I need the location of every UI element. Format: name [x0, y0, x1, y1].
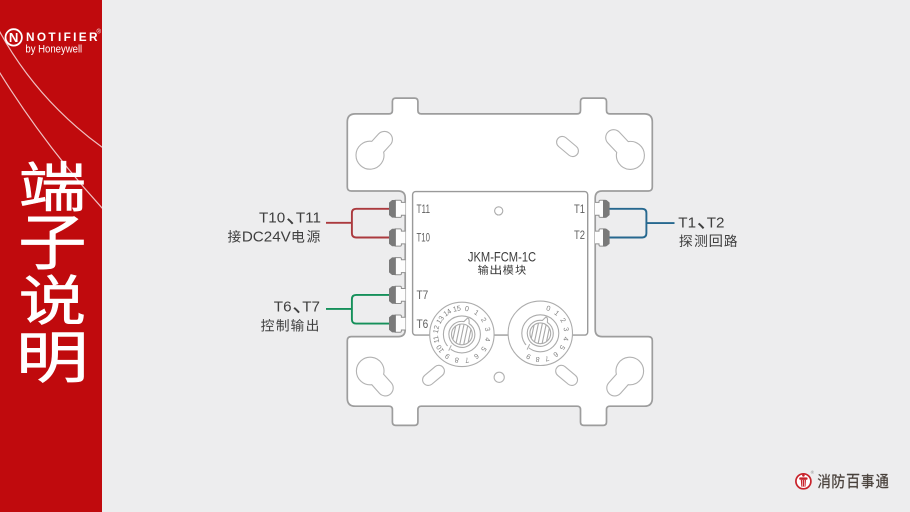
svg-text:by Honeywell: by Honeywell	[25, 43, 82, 55]
svg-text:8: 8	[454, 355, 460, 365]
svg-text:®: ®	[97, 29, 102, 36]
svg-text:14: 14	[441, 307, 453, 319]
svg-text:13: 13	[434, 314, 446, 326]
svg-text:T11: T11	[417, 204, 431, 216]
svg-text:5: 5	[558, 343, 568, 351]
svg-text:8: 8	[535, 355, 540, 364]
svg-text:10: 10	[434, 343, 446, 355]
svg-text:0: 0	[464, 304, 470, 314]
svg-text:T2: T2	[707, 214, 725, 231]
svg-text:T10: T10	[417, 233, 431, 245]
svg-text:1: 1	[553, 308, 562, 318]
svg-text:3: 3	[483, 326, 493, 332]
svg-text:JKM-FCM-1C: JKM-FCM-1C	[468, 248, 536, 264]
svg-text:T6: T6	[274, 299, 292, 316]
svg-text:T7: T7	[417, 290, 429, 302]
svg-text:7: 7	[544, 354, 550, 364]
svg-text:4: 4	[561, 336, 571, 342]
svg-text:T2: T2	[574, 230, 585, 242]
svg-text:T7: T7	[302, 299, 320, 316]
svg-text:6: 6	[552, 350, 561, 360]
svg-text:®: ®	[811, 469, 815, 475]
svg-text:9: 9	[525, 352, 533, 362]
svg-text:1: 1	[472, 308, 480, 318]
svg-text:5: 5	[479, 345, 489, 353]
svg-text:2: 2	[558, 316, 568, 324]
svg-text:2: 2	[479, 316, 489, 324]
svg-text:6: 6	[472, 351, 480, 361]
svg-text:DC24V: DC24V	[242, 228, 292, 245]
svg-text:15: 15	[452, 303, 462, 313]
svg-text:T6: T6	[417, 319, 429, 331]
svg-text:4: 4	[483, 337, 493, 343]
svg-text:T1: T1	[678, 214, 696, 231]
svg-text:N: N	[9, 30, 19, 45]
svg-text:T1: T1	[574, 204, 585, 216]
svg-text:12: 12	[431, 325, 441, 335]
svg-text:7: 7	[464, 355, 470, 365]
svg-text:3: 3	[562, 327, 572, 332]
svg-text:9: 9	[443, 351, 451, 361]
svg-text:T10: T10	[259, 210, 285, 227]
svg-text:0: 0	[545, 303, 552, 313]
svg-text:T11: T11	[296, 210, 321, 227]
svg-text:11: 11	[431, 335, 441, 344]
